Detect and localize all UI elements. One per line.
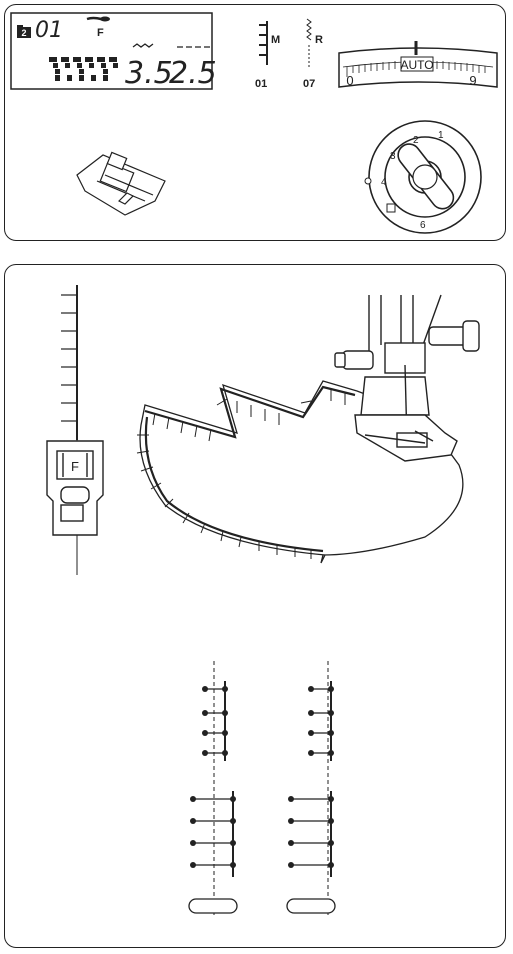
straight-stitch-icon: M 01 <box>255 21 280 90</box>
pressure-label-3: 3 <box>390 151 396 162</box>
pressure-dial[interactable]: 1 2 3 4 6 <box>365 121 481 233</box>
instruction-illustration: F <box>5 265 507 949</box>
settings-panel: 2 01 F <box>4 4 506 241</box>
memory-number: 2 <box>21 28 26 38</box>
pressure-label-6: 6 <box>420 220 426 231</box>
auto-label: AUTO <box>400 58 433 72</box>
tension-dial[interactable]: AUTO 0 9 <box>339 41 497 88</box>
reverse-stitch-icon: R 07 <box>303 19 323 90</box>
pattern-number: 01 <box>35 18 63 43</box>
presser-foot-illustration <box>77 152 165 215</box>
needle-position-diagram <box>189 661 335 915</box>
instruction-panel: F <box>4 264 506 948</box>
stitch-length-value: 2.5 <box>169 56 217 91</box>
reverse-number: 07 <box>303 78 315 90</box>
lcd-screen: 2 01 F <box>11 13 217 91</box>
presser-foot-top-view: F <box>47 441 103 535</box>
mode-number: 01 <box>255 78 267 90</box>
pressure-label-1: 1 <box>438 130 444 141</box>
reverse-letter: R <box>315 34 323 46</box>
foot-letter: F <box>97 27 104 39</box>
foot-letter-label: F <box>71 459 79 474</box>
tension-min-label: 0 <box>346 73 353 88</box>
pressure-label-2: 2 <box>413 135 419 146</box>
settings-illustration: 2 01 F <box>5 5 507 242</box>
stitch-width-value: 3.5 <box>125 56 173 91</box>
mode-letter: M <box>271 34 280 46</box>
pressure-label-4: 4 <box>381 177 387 188</box>
tension-max-label: 9 <box>469 73 476 88</box>
